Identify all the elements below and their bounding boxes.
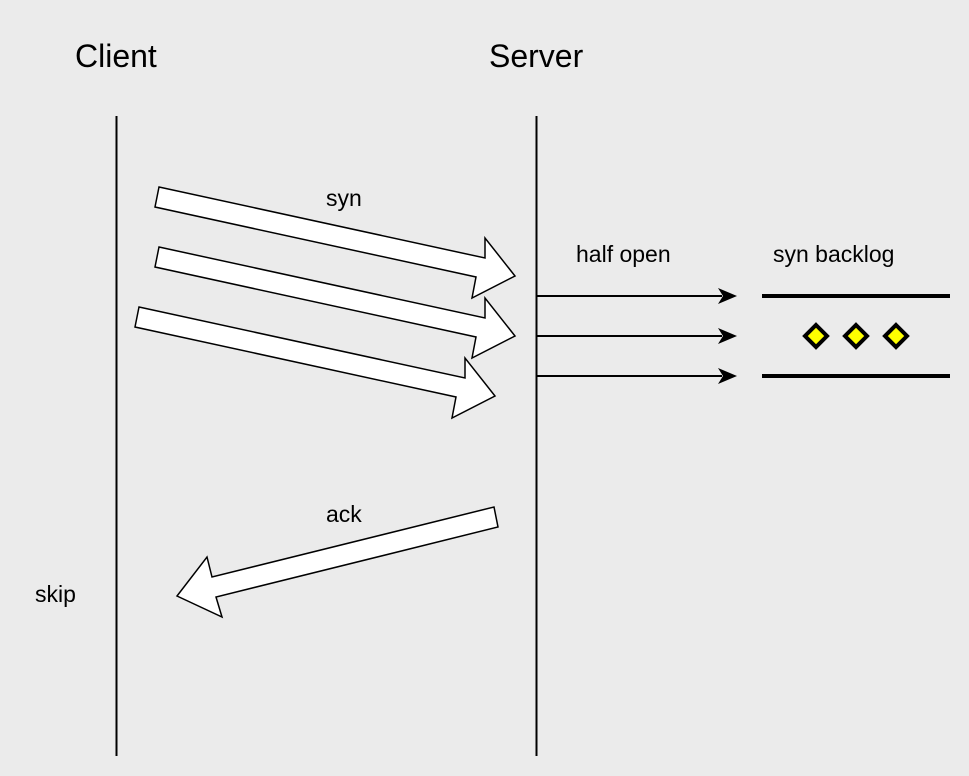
- backlog-entry-diamond-icon: [882, 322, 910, 350]
- client-title: Client: [75, 38, 157, 74]
- arrowhead-icon: [718, 288, 737, 304]
- syn-arrow: [154, 186, 517, 300]
- syn-backlog-queue: [762, 294, 950, 378]
- backlog-entry-diamond-icon: [802, 322, 830, 350]
- ack-label: ack: [326, 501, 362, 527]
- arrowhead-icon: [718, 328, 737, 344]
- backlog-entry-diamond-icon: [842, 322, 870, 350]
- half-open-label: half open: [576, 241, 671, 267]
- server-title: Server: [489, 38, 584, 74]
- skip-label: skip: [35, 581, 76, 607]
- arrowhead-icon: [718, 368, 737, 384]
- syn-backlog-label: syn backlog: [773, 241, 895, 267]
- syn-label: syn: [326, 185, 362, 211]
- syn-arrow: [154, 246, 517, 360]
- syn-arrow: [134, 306, 497, 420]
- half-open-arrows: [536, 288, 737, 384]
- ack-arrow: [175, 506, 499, 619]
